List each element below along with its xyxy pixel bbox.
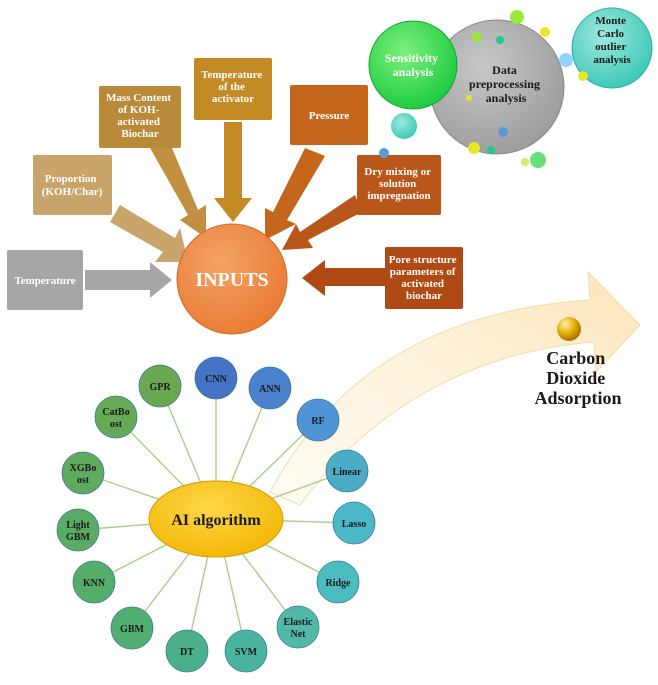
input-box-pressure: Pressure xyxy=(290,85,368,145)
decor-bubble xyxy=(496,36,504,44)
inputs-node: INPUTS xyxy=(176,223,288,335)
algorithm-bubble xyxy=(316,560,360,604)
algorithm-bubble xyxy=(224,629,268,673)
dry-mixing-arrow xyxy=(282,195,362,250)
decor-bubble xyxy=(468,142,480,154)
algorithm-bubble xyxy=(165,629,209,673)
decor-bubble xyxy=(559,53,573,67)
algorithm-bubble xyxy=(72,560,116,604)
algorithm-label: ANN xyxy=(259,384,281,395)
algorithm-label: SVM xyxy=(235,647,258,658)
input-box-temperature-activator: Temperature of the activator xyxy=(194,58,272,120)
input-box-mass-content: Mass Content of KOH- activated Biochar xyxy=(99,86,181,148)
sensitivity-label: Sensitivity analysis xyxy=(385,51,441,79)
algorithm-node-lasso: Lasso xyxy=(332,501,376,545)
input-box-dry-mixing-label: Dry mixing or solution impregnation xyxy=(364,166,433,202)
decor-bubble xyxy=(521,158,529,166)
algorithm-label: CNN xyxy=(205,374,227,385)
ai-algorithm-label: AI algorithm xyxy=(171,512,261,529)
input-box-proportion: Proportion (KOH/Char) xyxy=(33,155,112,215)
temperature-arrow xyxy=(85,262,172,298)
input-arrows xyxy=(85,122,385,298)
algorithm-node-cnn: CNN xyxy=(194,356,238,400)
algorithm-bubble xyxy=(296,398,340,442)
input-box-pore-structure: Pore structure parameters of activated b… xyxy=(385,247,463,309)
algorithm-node-ann: ANN xyxy=(248,366,292,410)
algorithm-label: Lasso xyxy=(342,519,366,530)
algorithm-bubble xyxy=(61,451,105,495)
algorithm-label: RF xyxy=(311,416,324,427)
mass-content-arrow xyxy=(150,148,206,238)
algorithm-label: GBM xyxy=(120,624,144,635)
algorithm-node-linear: Linear xyxy=(325,449,369,493)
decor-bubble xyxy=(472,32,482,42)
sensitivity-bubble xyxy=(368,20,458,110)
algorithm-bubble xyxy=(325,449,369,493)
algorithm-bubble xyxy=(56,508,100,552)
algorithm-bubble xyxy=(248,366,292,410)
decor-bubble xyxy=(540,27,550,37)
input-box-temperature-label: Temperature xyxy=(14,275,75,287)
algorithm-bubble xyxy=(194,356,238,400)
algorithm-node-gbm: GBM xyxy=(110,606,154,650)
algorithm-bubble xyxy=(110,606,154,650)
decor-bubble xyxy=(498,127,508,137)
decor-bubble xyxy=(530,152,546,168)
monte-carlo-bubble xyxy=(571,7,653,89)
algorithm-label: Ridge xyxy=(326,578,352,589)
decor-bubble xyxy=(487,146,495,154)
input-box-pore-structure-label: Pore structure parameters of activated b… xyxy=(389,254,459,302)
algorithm-bubble xyxy=(138,364,182,408)
analysis-cluster: Data preprocessing analysis Sensitivity … xyxy=(368,7,653,168)
algorithm-bubble xyxy=(332,501,376,545)
algorithm-node-ridge: Ridge xyxy=(316,560,360,604)
input-box-pressure-label: Pressure xyxy=(309,110,350,122)
decor-bubble xyxy=(510,10,524,24)
algorithm-label: DT xyxy=(180,647,194,658)
algorithm-node-svm: SVM xyxy=(224,629,268,673)
decor-bubble xyxy=(391,113,417,139)
inputs-label: INPUTS xyxy=(195,269,268,291)
input-box-temperature: Temperature xyxy=(7,250,83,310)
monte-carlo-label: Monte Carlo outlier analysis xyxy=(593,15,631,66)
pressure-arrow xyxy=(265,148,325,240)
data-preprocessing-label: Data preprocessing analysis xyxy=(469,63,543,105)
decor-bubble xyxy=(379,148,389,158)
algorithm-bubble xyxy=(276,605,320,649)
output-arrow xyxy=(269,270,641,506)
algorithm-bubble xyxy=(94,395,138,439)
input-box-mass-content-label: Mass Content of KOH- activated Biochar xyxy=(106,92,174,140)
pore-structure-arrow xyxy=(302,260,385,296)
algorithm-label: GPR xyxy=(149,382,171,393)
ai-algorithm-node: AI algorithm xyxy=(148,480,284,558)
decor-bubble xyxy=(578,71,588,81)
temperature-activator-arrow xyxy=(214,122,252,222)
algorithm-label: KNN xyxy=(83,578,106,589)
algorithm-node-dt: DT xyxy=(165,629,209,673)
input-box-proportion-label: Proportion (KOH/Char) xyxy=(42,173,103,198)
gold-ball-icon xyxy=(557,317,581,341)
decor-bubble xyxy=(466,95,472,101)
algorithm-label: Linear xyxy=(333,467,362,478)
algorithm-node-knn: KNN xyxy=(72,560,116,604)
output-label: Carbon Dioxide Adsorption xyxy=(534,348,621,408)
algorithm-node-rf: RF xyxy=(296,398,340,442)
proportion-arrow xyxy=(110,205,188,262)
algorithm-node-gpr: GPR xyxy=(138,364,182,408)
input-box-dry-mixing: Dry mixing or solution impregnation xyxy=(357,155,441,215)
input-box-temperature-activator-label: Temperature of the activator xyxy=(201,69,265,105)
